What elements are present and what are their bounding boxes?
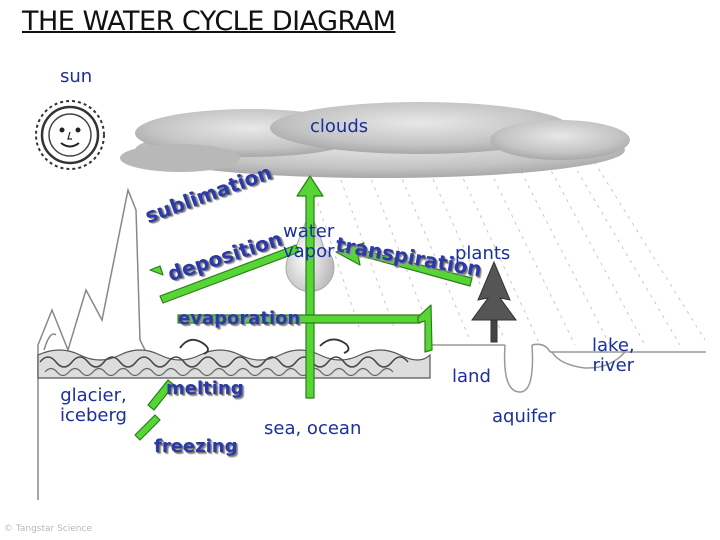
sun-icon (35, 100, 105, 170)
label-water-vapor-line2: vapor (283, 241, 335, 262)
label-glacier-line1: glacier, (60, 385, 127, 406)
arrows (134, 175, 473, 441)
ocean-waves (37, 338, 431, 379)
label-lake-river-line1: lake, (592, 335, 635, 356)
label-water-vapor-line1: water (283, 221, 335, 242)
label-lake-river-line2: river (592, 355, 635, 376)
arrow-sublimation (149, 265, 164, 276)
label-water-vapor: water vapor (283, 222, 335, 262)
arrow-freezing (134, 414, 161, 441)
label-glacier-iceberg: glacier, iceberg (60, 386, 127, 426)
label-sea-ocean: sea, ocean (264, 418, 362, 439)
label-land: land (452, 366, 491, 387)
copyright: © Tangstar Science (4, 524, 92, 534)
land (425, 343, 706, 393)
tree-icon (471, 260, 517, 343)
arrow-deposition (159, 244, 300, 304)
rain (299, 149, 706, 346)
label-aquifer: aquifer (492, 406, 556, 427)
label-plants: plants (455, 243, 511, 264)
label-sun: sun (60, 66, 93, 87)
arrow-land-to-center (417, 304, 433, 353)
label-glacier-line2: iceberg (60, 405, 127, 426)
label-clouds: clouds (310, 116, 369, 137)
process-evaporation: evaporation (178, 308, 301, 329)
label-lake-river: lake, river (592, 336, 635, 376)
arrow-sea-to-clouds (296, 175, 324, 399)
page-title: THE WATER CYCLE DIAGRAM (22, 6, 396, 37)
cloud (120, 102, 630, 178)
arrow-transpiration (335, 242, 473, 287)
mountain (37, 187, 151, 500)
process-melting: melting (166, 378, 244, 399)
process-freezing: freezing (154, 436, 238, 457)
arrow-melting (147, 379, 175, 411)
